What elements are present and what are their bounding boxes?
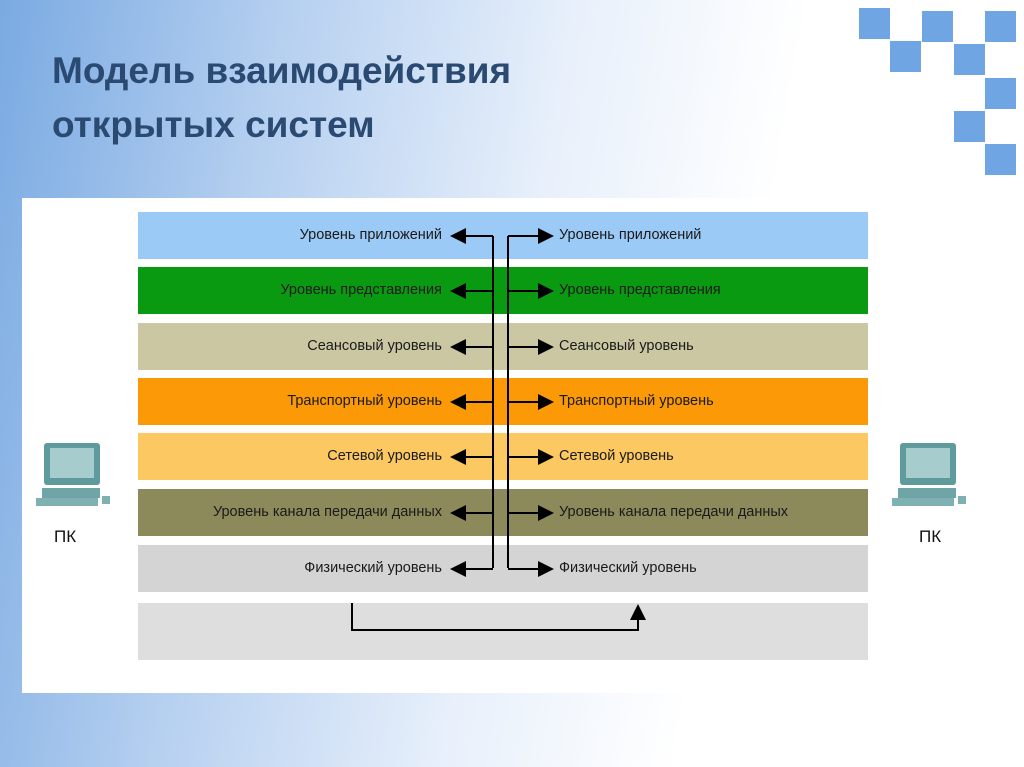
layer-label-left: Уровень канала передачи данных	[212, 504, 442, 520]
layer-label-left: Уровень приложений	[299, 227, 442, 243]
osi-layer: Уровень приложений Уровень приложений	[138, 212, 868, 259]
pc-right-label: ПК	[919, 527, 942, 546]
osi-layer: Физический уровень Физический уровень	[138, 545, 868, 592]
layer-label-left: Транспортный уровень	[287, 393, 442, 409]
medium-link-arrow	[351, 603, 646, 631]
title-line-1: Модель взаимодействия	[52, 50, 512, 91]
slide-title: Модель взаимодействия открытых систем	[52, 44, 511, 152]
physical-medium	[138, 603, 868, 660]
layer-label-right: Уровень канала передачи данных	[559, 504, 789, 520]
layer-label-left: Уровень представления	[280, 282, 442, 298]
layer-label-left: Физический уровень	[304, 560, 442, 576]
layer-label-right: Физический уровень	[559, 560, 697, 576]
osi-layer: Сетевой уровень Сетевой уровень	[138, 433, 868, 480]
layer-label-right: Уровень приложений	[559, 227, 702, 243]
title-line-2: открытых систем	[52, 104, 375, 145]
layer-label-right: Сетевой уровень	[559, 448, 674, 464]
layer-label-right: Транспортный уровень	[559, 393, 714, 409]
layer-label-left: Сеансовый уровень	[307, 338, 442, 354]
osi-layer: Уровень представления Уровень представлен…	[138, 267, 868, 314]
pc-right-icon	[892, 443, 966, 506]
osi-layer: Транспортный уровень Транспортный уровень	[138, 378, 868, 425]
layer-label-left: Сетевой уровень	[327, 448, 442, 464]
osi-layer: Уровень канала передачи данных Уровень ка…	[138, 489, 868, 536]
osi-layer: Сеансовый уровень Сеансовый уровень	[138, 323, 868, 370]
layer-label-right: Сеансовый уровень	[559, 338, 694, 354]
layer-label-right: Уровень представления	[559, 282, 721, 298]
pc-left-icon	[36, 443, 110, 506]
pc-left-label: ПК	[54, 527, 77, 546]
